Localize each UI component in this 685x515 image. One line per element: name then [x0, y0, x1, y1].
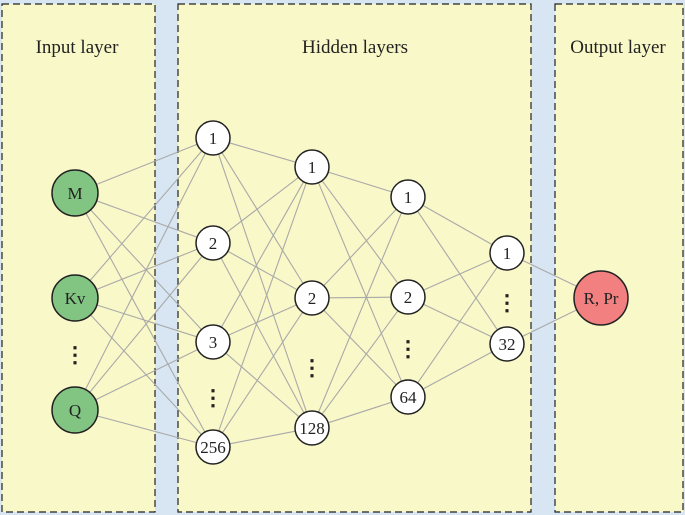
connection-edge	[422, 351, 493, 390]
hidden3-node-64: 64	[390, 379, 426, 415]
connection-edge	[323, 309, 397, 386]
hidden2-node-128: 128	[294, 410, 330, 446]
hidden3-node-1: 1	[390, 179, 426, 215]
output-node-r-pr: R, Pr	[573, 270, 629, 326]
connection-edge	[423, 303, 492, 338]
hidden4-node-1: 1	[489, 235, 525, 271]
output-layer-panel	[554, 3, 684, 513]
input-layer-nodes: M Kv ⋮ Q	[51, 169, 99, 434]
connection-edge	[317, 212, 403, 413]
connection-edge	[221, 152, 304, 284]
connection-edge	[321, 180, 399, 284]
hidden-node-label: 1	[404, 188, 413, 207]
connection-edge	[227, 250, 298, 291]
hidden4-node-32: 32	[489, 326, 525, 362]
hidden-node-label: 2	[209, 234, 218, 253]
input-node-q: Q	[51, 386, 99, 434]
hidden-node-label: 1	[503, 244, 512, 263]
input-layer-panel	[1, 3, 156, 513]
hidden-node-label: 2	[308, 289, 317, 308]
output-layer-title: Output layer	[570, 37, 666, 58]
hidden1-node-1: 1	[195, 120, 231, 156]
connection-edge	[229, 430, 296, 445]
hidden-node-label: 2	[404, 288, 413, 307]
connection-edge	[89, 255, 203, 393]
connection-edge	[89, 150, 203, 281]
connection-edge	[97, 415, 197, 444]
hidden2-node-2: 2	[294, 280, 330, 316]
connection-edge	[218, 182, 307, 432]
connection-edges	[84, 142, 577, 445]
input-node-label: Q	[69, 401, 81, 420]
connection-edge	[317, 182, 403, 382]
connection-edge	[217, 153, 308, 413]
connection-edge	[328, 296, 392, 299]
hidden-node-label: 1	[308, 158, 317, 177]
connection-edge	[423, 259, 492, 291]
hidden-layer-3-nodes: 1 2 ⋮ 64	[390, 179, 426, 415]
connection-edge	[229, 142, 296, 163]
input-node-label: Kv	[65, 289, 86, 308]
connection-edge	[422, 204, 493, 246]
connection-edge	[321, 310, 399, 415]
connection-edge	[417, 266, 498, 384]
connection-edge	[221, 311, 304, 434]
input-node-label: M	[67, 184, 82, 203]
connection-edge	[328, 401, 392, 424]
hidden-node-label: 128	[299, 419, 325, 438]
connection-edge	[228, 304, 297, 336]
hidden-node-label: 256	[200, 438, 226, 457]
hidden-layer-1-nodes: 1 2 3 ⋮ 256	[195, 120, 231, 465]
input-node-m: M	[51, 169, 99, 217]
hidden4-ellipsis: ⋮	[496, 290, 518, 315]
connection-edge	[96, 143, 198, 186]
output-node-label: R, Pr	[584, 289, 619, 308]
connection-edge	[225, 352, 300, 418]
hidden3-node-2: 2	[390, 279, 426, 315]
hidden3-ellipsis: ⋮	[397, 336, 419, 361]
hidden-layer-2-nodes: 1 2 ⋮ 128	[294, 149, 330, 446]
hidden-layers-panel	[177, 3, 532, 513]
hidden-node-label: 64	[400, 388, 418, 407]
connection-edge	[84, 152, 206, 390]
input-ellipsis: ⋮	[64, 342, 86, 367]
connection-edge	[95, 349, 199, 401]
hidden-layers-title: Hidden layers	[302, 37, 408, 58]
hidden-node-label: 3	[209, 333, 218, 352]
connection-edge	[328, 171, 392, 193]
hidden1-node-3: 3	[195, 324, 231, 360]
hidden1-ellipsis: ⋮	[202, 385, 224, 410]
connection-edge	[96, 304, 197, 338]
hidden-node-label: 1	[209, 129, 218, 148]
connection-edge	[522, 309, 577, 337]
connection-edge	[226, 176, 299, 234]
connection-edge	[220, 257, 305, 414]
connection-edge	[96, 200, 198, 238]
input-layer-title: Input layer	[36, 37, 120, 58]
connection-edge	[417, 210, 498, 331]
hidden2-ellipsis: ⋮	[301, 355, 323, 380]
hidden1-node-256: 256	[195, 429, 231, 465]
hidden1-node-2: 2	[195, 225, 231, 261]
input-node-kv: Kv	[51, 274, 99, 322]
output-layer-nodes: R, Pr	[573, 270, 629, 326]
hidden-layer-4-nodes: 1 ⋮ 32	[489, 235, 525, 362]
hidden2-node-1: 1	[294, 149, 330, 185]
connection-edge	[323, 208, 397, 287]
hidden-node-label: 32	[499, 335, 516, 354]
connection-edge	[85, 212, 206, 433]
connection-edge	[522, 259, 577, 287]
connection-edge	[220, 181, 305, 328]
